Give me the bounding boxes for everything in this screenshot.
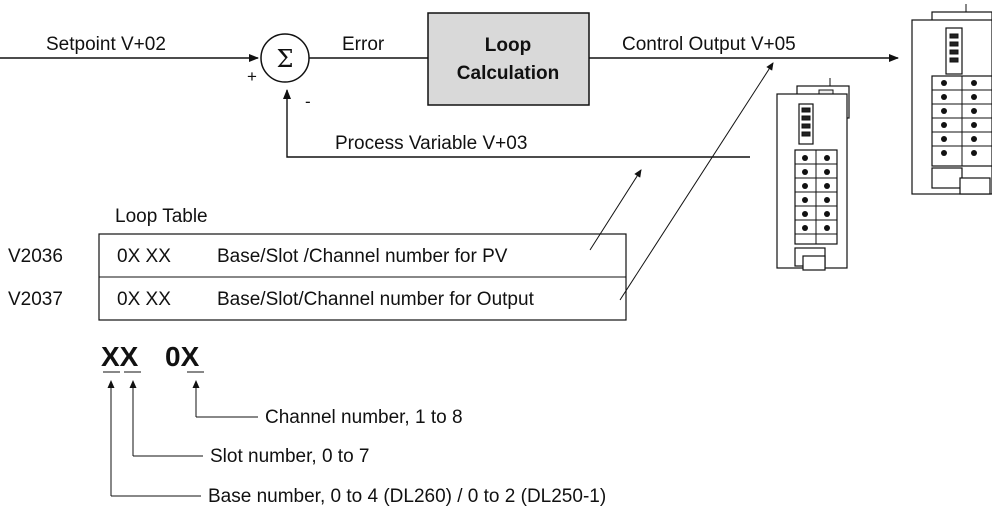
base-legend: Base number, 0 to 4 (DL260) / 0 to 2 (DL… [208, 486, 606, 507]
minus-sign: - [305, 92, 311, 111]
slot-legend: Slot number, 0 to 7 [210, 446, 370, 467]
setpoint-label: Setpoint V+02 [46, 34, 166, 55]
output-pointer-arrow [619, 62, 774, 301]
error-label: Error [342, 34, 385, 55]
loop-calc-line1: Loop [485, 35, 531, 56]
loop-calculation-box [427, 12, 590, 106]
row1-address: V2036 [8, 246, 63, 267]
io-module-icon [776, 78, 850, 271]
sigma-symbol: Σ [277, 45, 294, 73]
row2-address: V2037 [8, 289, 63, 310]
feedback-line [283, 89, 750, 158]
process-variable-label: Process Variable V+03 [335, 133, 527, 154]
loop-calc-line2: Calculation [457, 63, 559, 84]
loop-table-title: Loop Table [115, 206, 208, 227]
plus-sign: + [247, 67, 257, 86]
format-code-xx: XX [101, 341, 139, 372]
channel-legend: Channel number, 1 to 8 [265, 407, 463, 428]
row2-value: 0X XX [117, 289, 171, 310]
row1-value: 0X XX [117, 246, 171, 267]
pv-pointer-arrow [589, 169, 642, 251]
row2-description: Base/Slot/Channel number for Output [217, 289, 535, 310]
format-code-0x: 0X [165, 341, 200, 372]
control-output-label: Control Output V+05 [622, 34, 796, 55]
row1-description: Base/Slot /Channel number for PV [217, 246, 508, 267]
io-module-icon [911, 4, 992, 195]
